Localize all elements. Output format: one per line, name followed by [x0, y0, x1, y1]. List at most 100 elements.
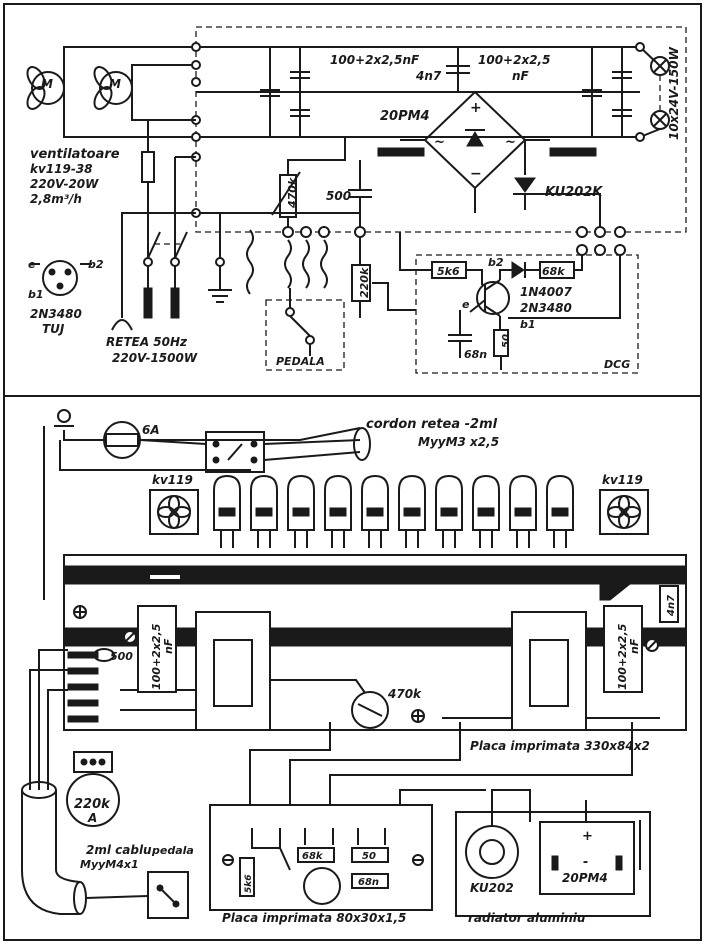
cap-68n-label: 68n: [464, 348, 487, 361]
ground-icon: [208, 213, 232, 303]
pedal-icon: [85, 871, 189, 919]
mains-label: RETEA 50Hz: [106, 335, 188, 349]
pin-e-top: e: [28, 258, 36, 271]
fan-right-icon: [599, 489, 649, 535]
fans-type: kv119-38: [30, 162, 93, 176]
small-board: [209, 804, 433, 911]
mains-cord-icon: [353, 427, 371, 461]
main-board: [63, 554, 687, 731]
diode-icon: [511, 261, 525, 279]
lamp-icon: [213, 474, 241, 548]
pot-220k-letter: A: [87, 811, 97, 825]
ujt-pinout-icon: [30, 260, 92, 296]
ujt-family: TUJ: [42, 322, 65, 336]
cap-right-unit-asm: nF: [628, 638, 641, 654]
heatsink: [455, 789, 651, 917]
assembly-diagram: [21, 409, 687, 919]
cap-right-label: 100+2x2,5: [478, 53, 550, 67]
earth-plug-icon: [111, 319, 133, 331]
capacitor-4n7: [446, 47, 470, 92]
r-5k6-label-asm: 5k6: [244, 874, 254, 893]
dcg-label: DCG: [604, 358, 630, 371]
svg-text:−: −: [470, 166, 482, 182]
svg-text:~: ~: [434, 135, 445, 150]
fuse-holder-icon: [103, 421, 141, 459]
capacitor-group-left: [260, 47, 310, 137]
fuse-label: 6A: [142, 423, 160, 437]
r-68k-label: 68k: [542, 265, 565, 278]
lamp-icon: [509, 474, 537, 548]
diode-label: 1N4007: [520, 285, 572, 299]
pot-470k-label: 470k: [286, 177, 299, 209]
bridge-label-asm: 20PM4: [562, 871, 608, 885]
lamps-label: 10x24V-150W: [667, 46, 681, 140]
fans-flow: 2,8m³/h: [30, 192, 82, 206]
sheet-border: [3, 3, 702, 941]
lamp-icon: [546, 474, 574, 548]
fans-power: 220V-20W: [30, 177, 99, 191]
cap-4n7-label-asm: 4n7: [666, 595, 677, 617]
pedal-switch-icon: [285, 288, 315, 356]
lamp-icon: [250, 474, 278, 548]
small-board-label: Placa imprimata 80x30x1,5: [222, 911, 406, 925]
potentiometer-220k: [351, 238, 416, 318]
ujt-icon: [476, 281, 510, 315]
thyristor-stud-icon: [465, 825, 519, 879]
choke-left-icon: [195, 611, 271, 731]
connector-row: [246, 226, 626, 295]
cable-type-label: MyyM4x1: [80, 858, 139, 871]
cap-left-unit-asm: nF: [162, 638, 175, 654]
fan-motor-icon: M M: [26, 46, 196, 138]
bridge-rectifier-icon: + − ~ ~: [377, 90, 597, 190]
fan-right-label: kv119: [602, 473, 643, 487]
thyristor-label: KU202K: [545, 185, 603, 200]
cord-type-label: MyyM3 x2,5: [418, 435, 499, 449]
lamp-icon: [398, 474, 426, 548]
r-50-label: 50: [501, 334, 512, 348]
cap-right-label-asm: 100+2x2,5: [616, 623, 629, 690]
bridge-minus: -: [583, 855, 588, 870]
bridge-plus: +: [582, 829, 593, 844]
thyristor-icon: [474, 140, 601, 232]
pin-b1-label: b1: [520, 318, 536, 331]
fans-title: ventilatoare: [30, 147, 120, 162]
r-68k-label-asm: 68k: [302, 851, 324, 862]
mains-power: 220V-1500W: [112, 351, 198, 365]
lamp-icon: [324, 474, 352, 548]
cable-label: 2ml cablu: [86, 843, 152, 857]
lamp-icon: [472, 474, 500, 548]
pot-220k-label-asm: 220k: [74, 797, 111, 812]
pedal-label-asm: pedala: [151, 844, 194, 857]
svg-text:M: M: [41, 77, 53, 91]
ujt-label-2: 2N3480: [520, 301, 572, 315]
lamp-icon: [287, 474, 315, 548]
svg-text:+: +: [470, 100, 482, 116]
lamp-row: [213, 474, 574, 548]
thyristor-label-asm: KU202: [470, 881, 514, 895]
cap-left-label: 100+2x2,5nF: [330, 53, 420, 67]
fuse-icon: [141, 151, 155, 183]
dcg-circuit: [399, 232, 621, 370]
pot-220k-label: 220k: [358, 267, 371, 298]
capacitor-group-right: [582, 47, 632, 137]
cap-left-label-asm: 100+2x2,5: [150, 623, 163, 690]
capacitor-500: [348, 160, 372, 232]
pin-b1-top: b1: [28, 288, 44, 301]
double-switch-icon: [143, 231, 188, 267]
lamp-icon: [635, 42, 670, 142]
pin-b2-top: b2: [88, 258, 104, 271]
pedal-cable: [21, 649, 87, 915]
main-board-label: Placa imprimata 330x84x2: [470, 739, 650, 753]
power-switch-icon: [205, 431, 265, 473]
heatsink-label: radiator aluminiu: [468, 911, 586, 925]
pot-220k-icon: [66, 751, 120, 827]
ujt-label-1: 2N3480: [30, 307, 82, 321]
pedal-enclosure: [265, 299, 345, 371]
top-schematic: M M: [26, 26, 687, 374]
pot-470k-label-asm: 470k: [387, 687, 422, 701]
fan-left-icon: [149, 489, 199, 535]
cap-right-unit: nF: [512, 69, 530, 83]
r-50-label-asm: 50: [362, 851, 376, 862]
cap-500-label: 500: [326, 189, 351, 203]
